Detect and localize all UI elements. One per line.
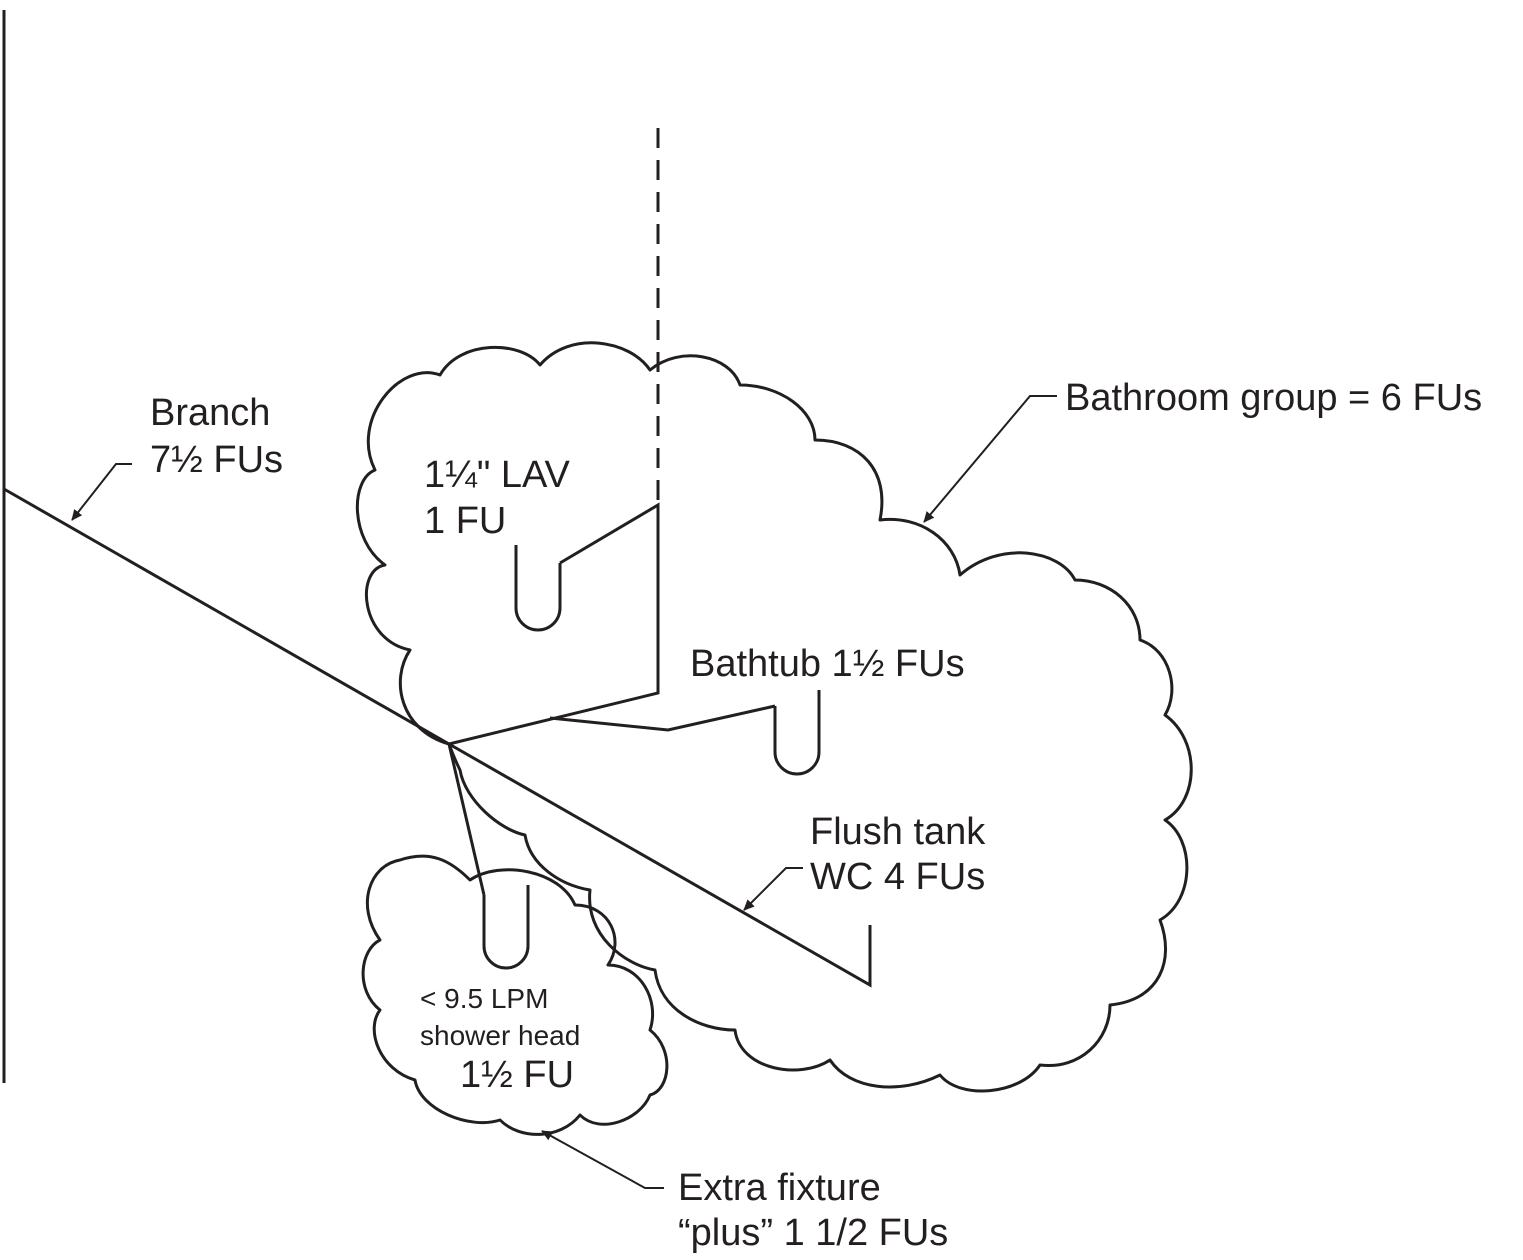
flush-tank-label-line2: WC 4 FUs xyxy=(810,856,985,898)
shower-label-line2: shower head xyxy=(420,1020,580,1051)
bathroom-group-leader-arrow xyxy=(923,395,1057,523)
lav-label-line1: 1¼" LAV xyxy=(424,454,571,496)
bathroom-group-cloud xyxy=(355,341,1193,1093)
extra-fixture-label-line1: Extra fixture xyxy=(678,1167,881,1209)
branch-label-line1: Branch xyxy=(150,392,270,434)
branch-label-line2: 7½ FUs xyxy=(150,439,283,481)
branch-leader-arrow xyxy=(71,463,132,521)
branch-drain-line xyxy=(3,487,872,988)
shower-drain-line xyxy=(447,743,486,896)
flush-tank-label-line1: Flush tank xyxy=(810,811,986,853)
shower-trap xyxy=(482,885,530,970)
flush-tank-leader-arrow xyxy=(743,867,803,911)
shower-label-line1: < 9.5 LPM xyxy=(420,983,548,1014)
bathtub-trap xyxy=(773,690,821,776)
extra-fixture-label-line2: “plus” 1 1/2 FUs xyxy=(678,1212,948,1254)
bathtub-drain-line xyxy=(549,704,776,732)
bathroom-group-label: Bathroom group = 6 FUs xyxy=(1065,377,1482,419)
lav-trap xyxy=(514,545,562,632)
shower-label-line3: 1½ FU xyxy=(460,1054,574,1096)
lav-label-line2: 1 FU xyxy=(424,500,506,542)
bathtub-label: Bathtub 1½ FUs xyxy=(690,643,965,685)
extra-fixture-leader-arrow xyxy=(541,1130,664,1189)
shower-cloud xyxy=(361,854,669,1136)
